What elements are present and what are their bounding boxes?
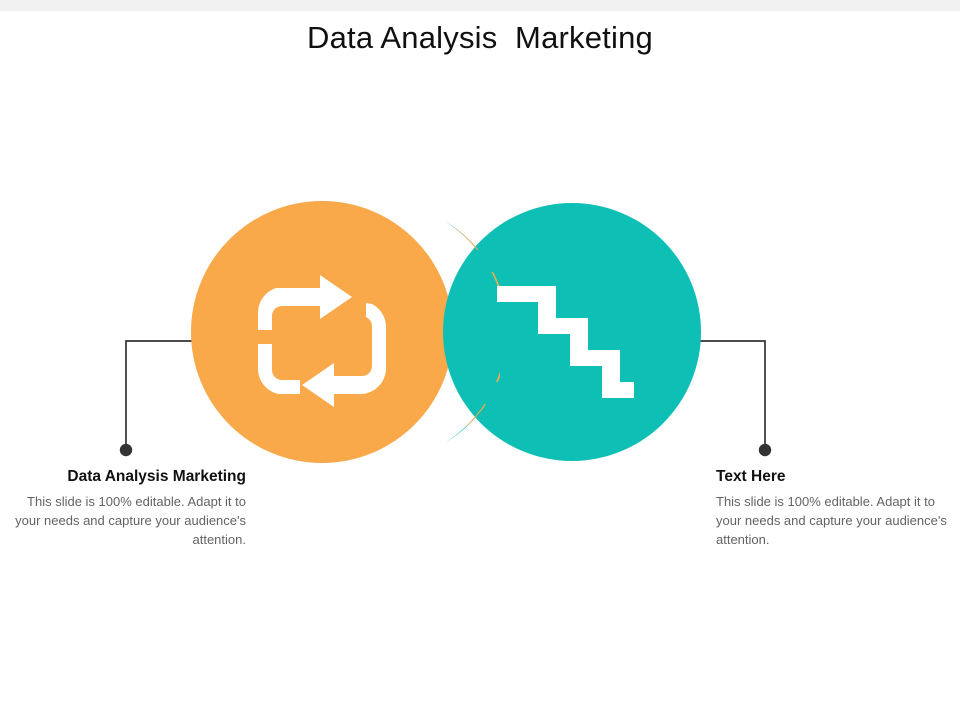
page-title: Data Analysis Marketing	[307, 20, 653, 55]
connector-right	[690, 340, 772, 457]
connector-dot-right	[758, 443, 772, 457]
repeat-icon	[257, 275, 386, 407]
connector-dot-left	[119, 443, 133, 457]
callout-left-heading: Data Analysis Marketing	[67, 468, 246, 485]
top-strip	[0, 0, 960, 11]
callout-left: Data Analysis Marketing This slide is 10…	[14, 468, 246, 550]
callout-right-heading: Text Here	[716, 468, 786, 485]
left-circle[interactable]	[191, 201, 453, 463]
callout-right-body: This slide is 100% editable. Adapt it to…	[716, 493, 947, 547]
stairs-down-icon	[497, 286, 634, 398]
callout-right: Text Here This slide is 100% editable. A…	[716, 468, 948, 550]
callout-left-body: This slide is 100% editable. Adapt it to…	[15, 493, 246, 547]
